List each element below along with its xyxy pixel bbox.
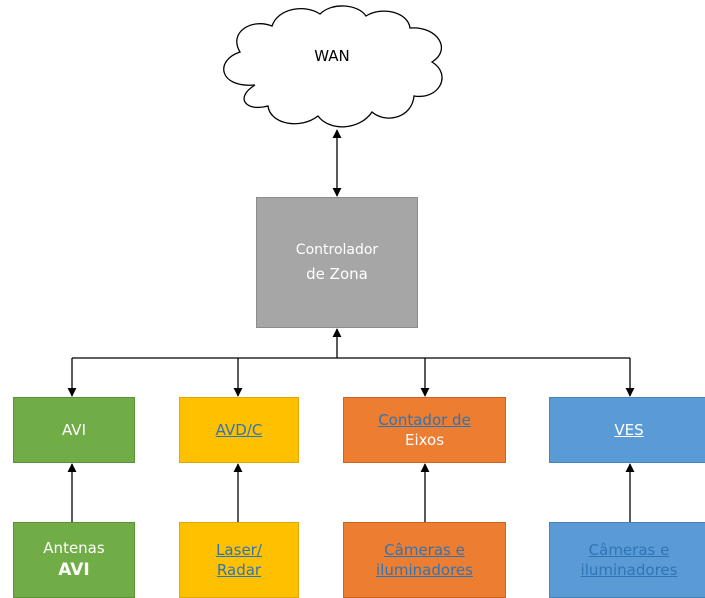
avi-box: AVI xyxy=(13,397,135,463)
cameras-iluminadores-box-1[interactable]: Câmeras e iluminadores xyxy=(343,522,506,598)
avdc-link[interactable]: AVD/C xyxy=(215,420,263,439)
controller-label-line2: de Zona xyxy=(306,264,368,283)
laser-radar-box[interactable]: Laser/ Radar xyxy=(179,522,299,598)
antenas-avi-box: Antenas AVI xyxy=(13,522,135,598)
contador-link-line1[interactable]: Contador de xyxy=(378,410,471,429)
wan-cloud xyxy=(223,5,443,128)
ves-link[interactable]: VES xyxy=(614,420,644,439)
zone-controller-box: Controlador de Zona xyxy=(256,197,418,328)
laser-link-line1[interactable]: Laser/ xyxy=(216,540,262,559)
avi-label: AVI xyxy=(62,420,86,439)
laser-link-line2[interactable]: Radar xyxy=(216,561,262,579)
antenas-label-line1: Antenas xyxy=(43,539,105,558)
controller-label-line1: Controlador xyxy=(295,241,379,258)
cameras-iluminadores-box-2[interactable]: Câmeras e iluminadores xyxy=(549,522,705,598)
cameras2-link-line2[interactable]: iluminadores xyxy=(580,561,678,579)
avdc-box[interactable]: AVD/C xyxy=(179,397,299,463)
cameras1-link-line1[interactable]: Câmeras e xyxy=(384,540,465,559)
cameras2-link-line1[interactable]: Câmeras e xyxy=(588,540,670,559)
ves-box[interactable]: VES xyxy=(549,397,705,463)
contador-eixos-box[interactable]: Contador de Eixos xyxy=(343,397,506,463)
antenas-label-line2: AVI xyxy=(58,559,90,580)
cameras1-link-line2[interactable]: iluminadores xyxy=(376,561,473,579)
wan-label: WAN xyxy=(314,47,350,65)
contador-label-line2: Eixos xyxy=(404,431,445,449)
